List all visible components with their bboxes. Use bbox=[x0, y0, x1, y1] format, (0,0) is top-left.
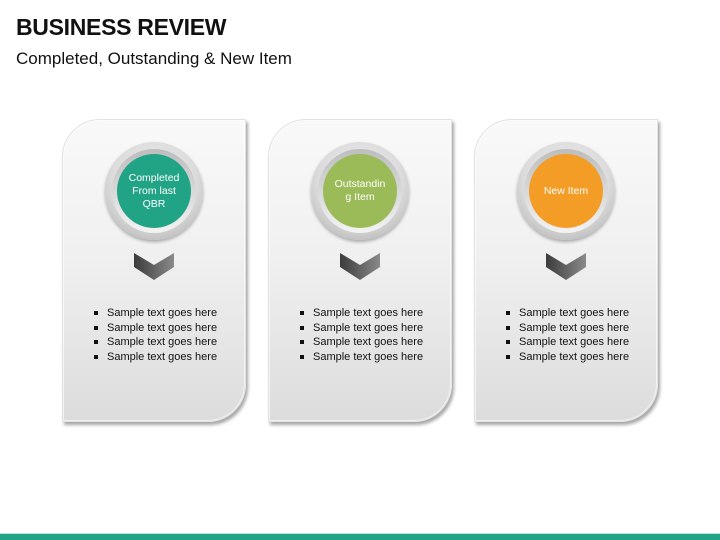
list-item: Sample text goes here bbox=[299, 306, 423, 321]
list-item: Sample text goes here bbox=[93, 306, 217, 321]
circle-label-line: From last bbox=[132, 184, 176, 197]
circle-label-line: Completed bbox=[128, 171, 180, 184]
page-subtitle: Completed, Outstanding & New Item bbox=[16, 49, 292, 68]
circle-label-line: New Item bbox=[543, 184, 589, 197]
list-item: Sample text goes here bbox=[93, 350, 217, 365]
card-outstanding: Outstandin g Item Sample text goes here … bbox=[268, 119, 452, 422]
bullet-list: Sample text goes here Sample text goes h… bbox=[505, 306, 629, 364]
circle-label-line: g Item bbox=[345, 191, 375, 203]
list-item: Sample text goes here bbox=[505, 350, 629, 365]
status-circle-new: New Item bbox=[529, 154, 603, 228]
status-circle-outstanding: Outstandin g Item bbox=[323, 154, 397, 228]
list-item: Sample text goes here bbox=[505, 306, 629, 321]
card-completed: Completed From last QBR Sample text goes… bbox=[62, 119, 246, 422]
list-item: Sample text goes here bbox=[505, 321, 629, 336]
list-item: Sample text goes here bbox=[93, 321, 217, 336]
circle-label-line: QBR bbox=[142, 197, 166, 210]
list-item: Sample text goes here bbox=[93, 335, 217, 350]
list-item: Sample text goes here bbox=[505, 335, 629, 350]
chevron-down-icon bbox=[134, 253, 174, 280]
chevron-down-icon bbox=[546, 253, 586, 280]
page-title: BUSINESS REVIEW bbox=[16, 14, 227, 40]
list-item: Sample text goes here bbox=[299, 335, 423, 350]
list-item: Sample text goes here bbox=[299, 350, 423, 365]
bullet-list: Sample text goes here Sample text goes h… bbox=[93, 306, 217, 364]
footer-bar bbox=[0, 533, 720, 540]
status-circle-completed: Completed From last QBR bbox=[117, 154, 191, 228]
status-ring: Completed From last QBR bbox=[105, 142, 203, 240]
list-item: Sample text goes here bbox=[299, 321, 423, 336]
card-new-item: New Item Sample text goes here Sample te… bbox=[474, 119, 658, 422]
status-ring: New Item bbox=[517, 142, 615, 240]
chevron-down-icon bbox=[340, 253, 380, 280]
status-ring: Outstandin g Item bbox=[311, 142, 409, 240]
bullet-list: Sample text goes here Sample text goes h… bbox=[299, 306, 423, 364]
circle-label-line: Outstandin bbox=[334, 178, 386, 190]
